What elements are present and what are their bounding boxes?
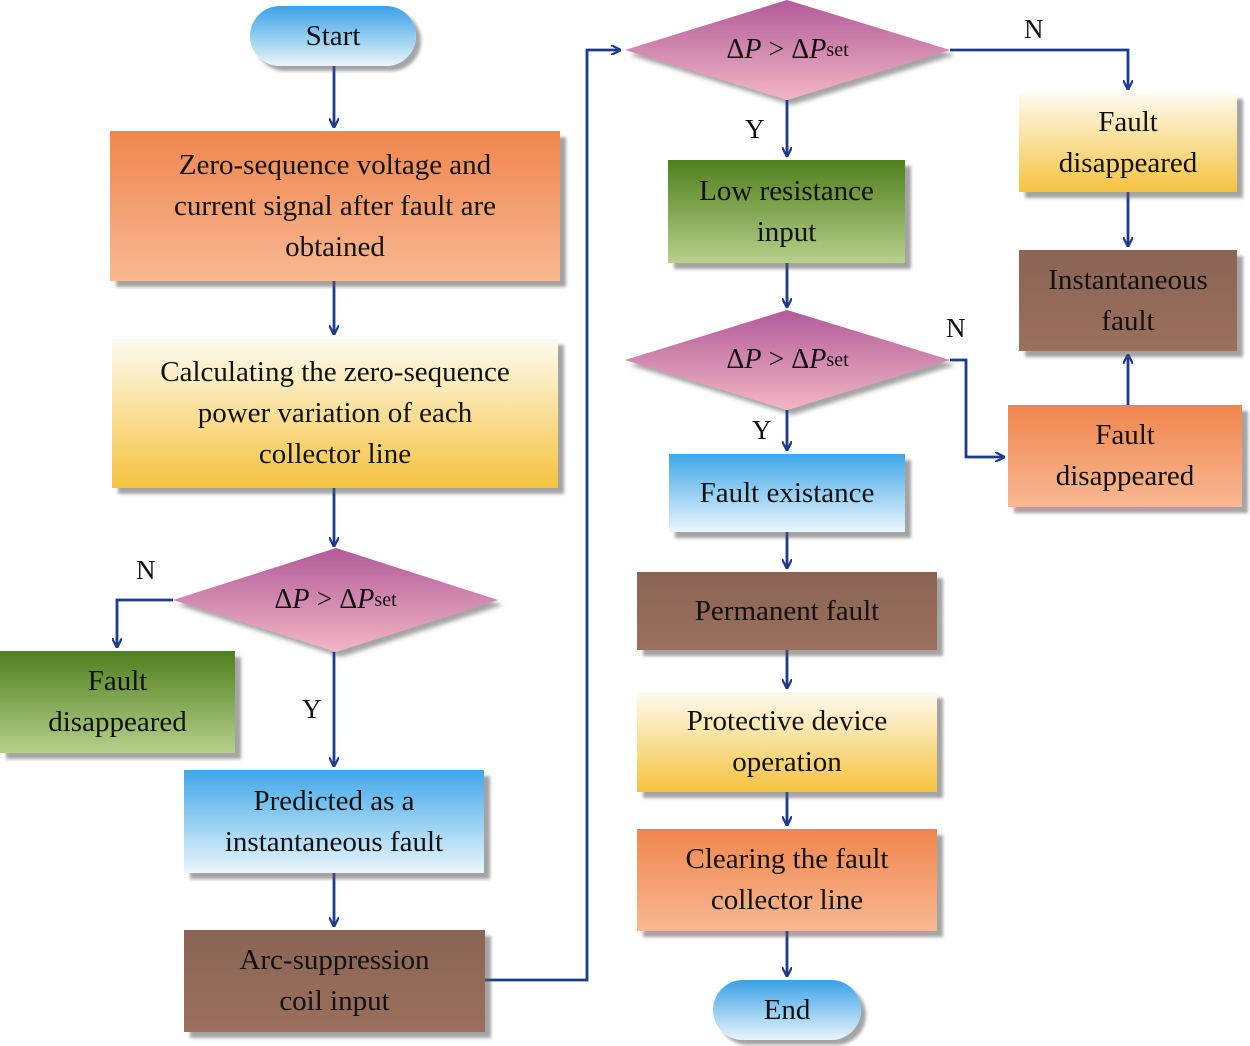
arc-suppression-box: Arc-suppression coil input [184,930,485,1032]
fault-disappeared-mid-right-box: Fault disappeared [1008,405,1242,507]
clearing-line-2: collector line [710,884,864,916]
protective-device-box: Protective device operation [637,692,937,792]
permanent-fault-box: Permanent fault [637,572,937,650]
obtain-signal-line-3: obtained [285,230,385,263]
decision-3-op: > [761,344,792,375]
arrow-decision1-no [117,598,173,647]
decision-1-op: > [309,584,340,615]
fault-existance-box: Fault existance [669,454,905,532]
end-terminal: End [713,980,861,1040]
clearing-line-1: Clearing the fault [685,843,889,875]
decision-1-delta: Δ [274,584,293,615]
predicted-line-2: instantaneous fault [224,825,444,858]
end-label: End [763,993,811,1026]
decision-3-var2: P [809,344,827,375]
decision-2-op: > [761,34,792,65]
arrow-decision2-no [950,48,1128,89]
decision-2-delta: Δ [726,34,745,65]
decision-2-var2: P [809,34,827,65]
decision-3-delta2: Δ [791,344,810,375]
decision-1-delta2: Δ [339,584,358,615]
low-resistance-line-1: Low resistance [699,174,874,207]
instantaneous-line-2: fault [1101,304,1155,337]
decision-2-no-label: N [1024,14,1044,44]
decision-2-delta2: Δ [791,34,810,65]
fault-disappeared-left-line-2: disappeared [48,706,187,738]
calc-power-line-3: collector line [258,438,412,470]
protective-line-2: operation [732,746,842,778]
arc-coil-line-2: coil input [279,985,390,1017]
decision-diamond-2 [625,0,950,100]
low-resistance-box: Low resistance input [668,160,905,263]
fault-disappeared-left-box: Fault disappeared [0,651,235,753]
decision-3-delta: Δ [726,344,745,375]
obtain-signal-line-2: current signal after fault are [173,189,497,222]
fault-disappeared-top-right-box: Fault disappeared [1019,93,1237,192]
protective-line-1: Protective device [686,705,888,737]
decision-2-var: P [744,34,762,65]
decision-3-no-label: N [946,313,966,343]
decision-diamond-3 [625,310,950,410]
arrow-decision3-no [950,358,1004,457]
calc-power-line-2: power variation of each [197,397,473,429]
predicted-instantaneous-box: Predicted as a instantaneous fault [184,770,484,873]
start-label: Start [305,19,361,52]
decision-3-var: P [744,344,762,375]
decision-1-yes-label: Y [302,694,322,724]
decision-1-var: P [292,584,310,615]
fault-disappeared-tr-line-2: disappeared [1058,146,1198,179]
decision-1-no-label: N [136,555,156,585]
decision-2-sub: set [826,38,849,61]
predicted-line-1: Predicted as a [253,784,415,817]
fault-disappeared-mr-line-1: Fault [1095,419,1155,451]
clearing-fault-box: Clearing the fault collector line [637,829,937,931]
calc-power-line-1: Calculating the zero-sequence [160,356,510,388]
instantaneous-fault-box: Instantaneous fault [1019,250,1237,351]
permanent-fault-label: Permanent fault [694,594,880,627]
fault-disappeared-left-line-1: Fault [87,665,148,697]
fault-existance-label: Fault existance [699,476,875,509]
low-resistance-line-2: input [756,215,817,248]
start-terminal: Start [250,6,416,66]
decision-2-yes-label: Y [745,114,765,144]
decision-3-sub: set [826,348,849,371]
decision-3-yes-label: Y [752,415,772,445]
fault-disappeared-mr-line-2: disappeared [1055,460,1195,492]
fault-disappeared-tr-line-1: Fault [1098,105,1158,138]
obtain-signal-line-1: Zero-sequence voltage and [178,148,492,181]
obtain-signal-box: Zero-sequence voltage and current signal… [110,131,560,281]
arrow-arc-to-decision2 [485,50,620,982]
decision-1-sub: set [374,588,397,611]
calc-power-box: Calculating the zero-sequence power vari… [112,339,558,488]
decision-1-var2: P [357,584,375,615]
arc-coil-line-1: Arc-suppression [239,944,430,976]
instantaneous-line-1: Instantaneous [1048,263,1208,296]
decision-diamond-1 [173,548,498,652]
